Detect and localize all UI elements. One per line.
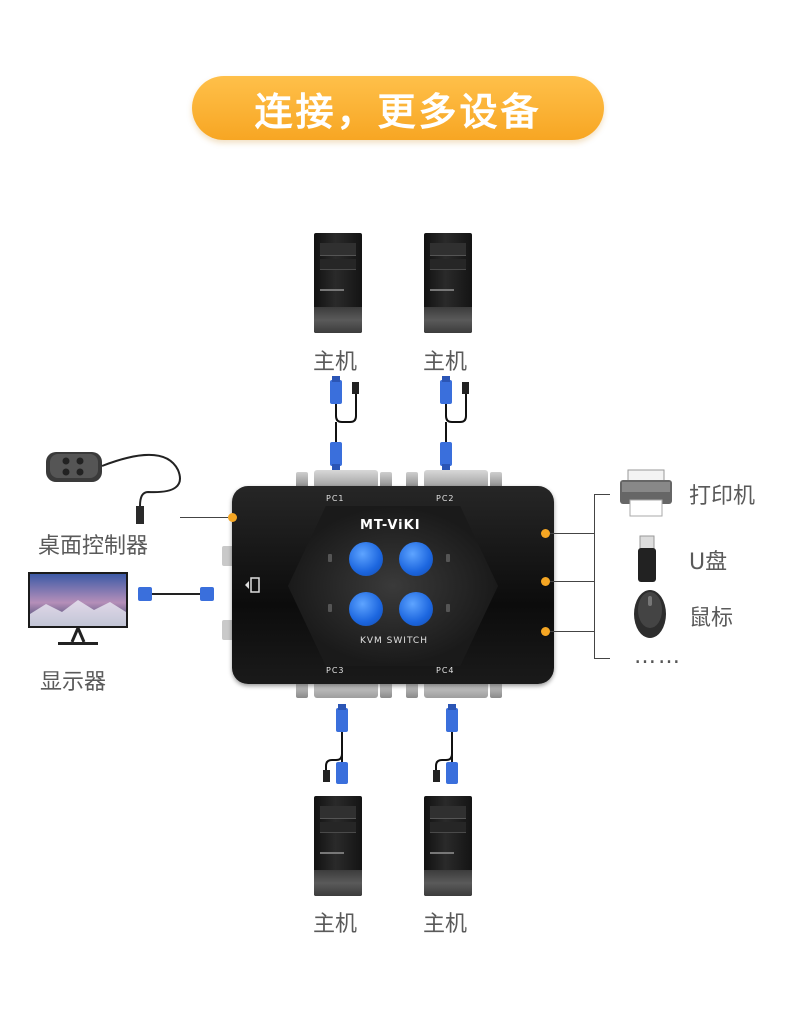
kvm-model-label: KVM SWITCH bbox=[360, 636, 428, 646]
kvm-switch: PC1 PC2 PC3 PC4 MT-ViKI KVM SWITCH bbox=[232, 486, 554, 684]
connection-dot bbox=[541, 627, 550, 636]
pc-label: 主机 bbox=[313, 912, 358, 937]
title-banner: 连接，更多设备 bbox=[192, 76, 604, 140]
vga-port-pc3 bbox=[314, 680, 378, 698]
kvm-brand-logo: MT-ViKI bbox=[360, 518, 421, 533]
kvm-select-button-1[interactable] bbox=[349, 542, 383, 576]
desktop-controller-label: 桌面控制器 bbox=[38, 534, 149, 559]
pc-tower-icon bbox=[314, 796, 362, 896]
monitor-port-icon bbox=[245, 577, 260, 593]
connector-line bbox=[594, 494, 595, 659]
vga-usb-cable-icon bbox=[323, 704, 348, 784]
connection-dot bbox=[541, 577, 550, 586]
monitor-label: 显示器 bbox=[40, 670, 107, 695]
monitor-icon bbox=[28, 572, 128, 645]
port-label-pc4: PC4 bbox=[436, 666, 455, 675]
port-screw bbox=[406, 472, 418, 488]
connector-line bbox=[550, 533, 594, 534]
kvm-select-button-4[interactable] bbox=[399, 592, 433, 626]
vga-port-pc1 bbox=[314, 470, 378, 488]
usb-drive-label: U盘 bbox=[689, 550, 728, 575]
kvm-led-1 bbox=[328, 554, 332, 562]
vga-usb-cable-icon bbox=[440, 376, 469, 470]
vga-usb-cable-icon bbox=[330, 376, 359, 470]
page-title: 连接，更多设备 bbox=[254, 89, 542, 134]
mouse-icon bbox=[634, 590, 666, 638]
port-label-pc3: PC3 bbox=[326, 666, 345, 675]
port-screw bbox=[296, 472, 308, 488]
port-screw bbox=[296, 682, 308, 698]
port-label-pc1: PC1 bbox=[326, 494, 345, 503]
printer-icon bbox=[620, 469, 672, 517]
printer-label: 打印机 bbox=[689, 484, 756, 509]
connector-line bbox=[550, 631, 594, 632]
pc-label: 主机 bbox=[423, 350, 468, 375]
connection-dot bbox=[228, 513, 237, 522]
kvm-select-button-2[interactable] bbox=[399, 542, 433, 576]
port-screw bbox=[490, 682, 502, 698]
port-screw bbox=[380, 472, 392, 488]
pc-label: 主机 bbox=[313, 350, 358, 375]
desktop-controller-icon bbox=[46, 452, 181, 524]
connector-line bbox=[594, 494, 610, 495]
connection-dot bbox=[541, 529, 550, 538]
side-port bbox=[222, 546, 234, 566]
port-screw bbox=[490, 472, 502, 488]
pc-label: 主机 bbox=[423, 912, 468, 937]
more-devices-label: …… bbox=[634, 644, 682, 669]
side-port bbox=[222, 620, 234, 640]
kvm-led-2 bbox=[446, 554, 450, 562]
pc-tower-icon bbox=[424, 233, 472, 333]
kvm-led-4 bbox=[446, 604, 450, 612]
kvm-select-button-3[interactable] bbox=[349, 592, 383, 626]
usb-drive-icon bbox=[638, 535, 656, 582]
vga-cable-icon bbox=[138, 587, 214, 601]
port-label-pc2: PC2 bbox=[436, 494, 455, 503]
pc-tower-icon bbox=[424, 796, 472, 896]
kvm-front-panel bbox=[288, 506, 498, 666]
port-screw bbox=[406, 682, 418, 698]
kvm-led-3 bbox=[328, 604, 332, 612]
connector-line bbox=[180, 517, 228, 518]
port-screw bbox=[380, 682, 392, 698]
mouse-label: 鼠标 bbox=[689, 606, 734, 631]
vga-usb-cable-icon bbox=[433, 704, 458, 784]
connector-line bbox=[594, 658, 610, 659]
pc-tower-icon bbox=[314, 233, 362, 333]
connector-line bbox=[550, 581, 594, 582]
vga-port-pc2 bbox=[424, 470, 488, 488]
vga-port-pc4 bbox=[424, 680, 488, 698]
